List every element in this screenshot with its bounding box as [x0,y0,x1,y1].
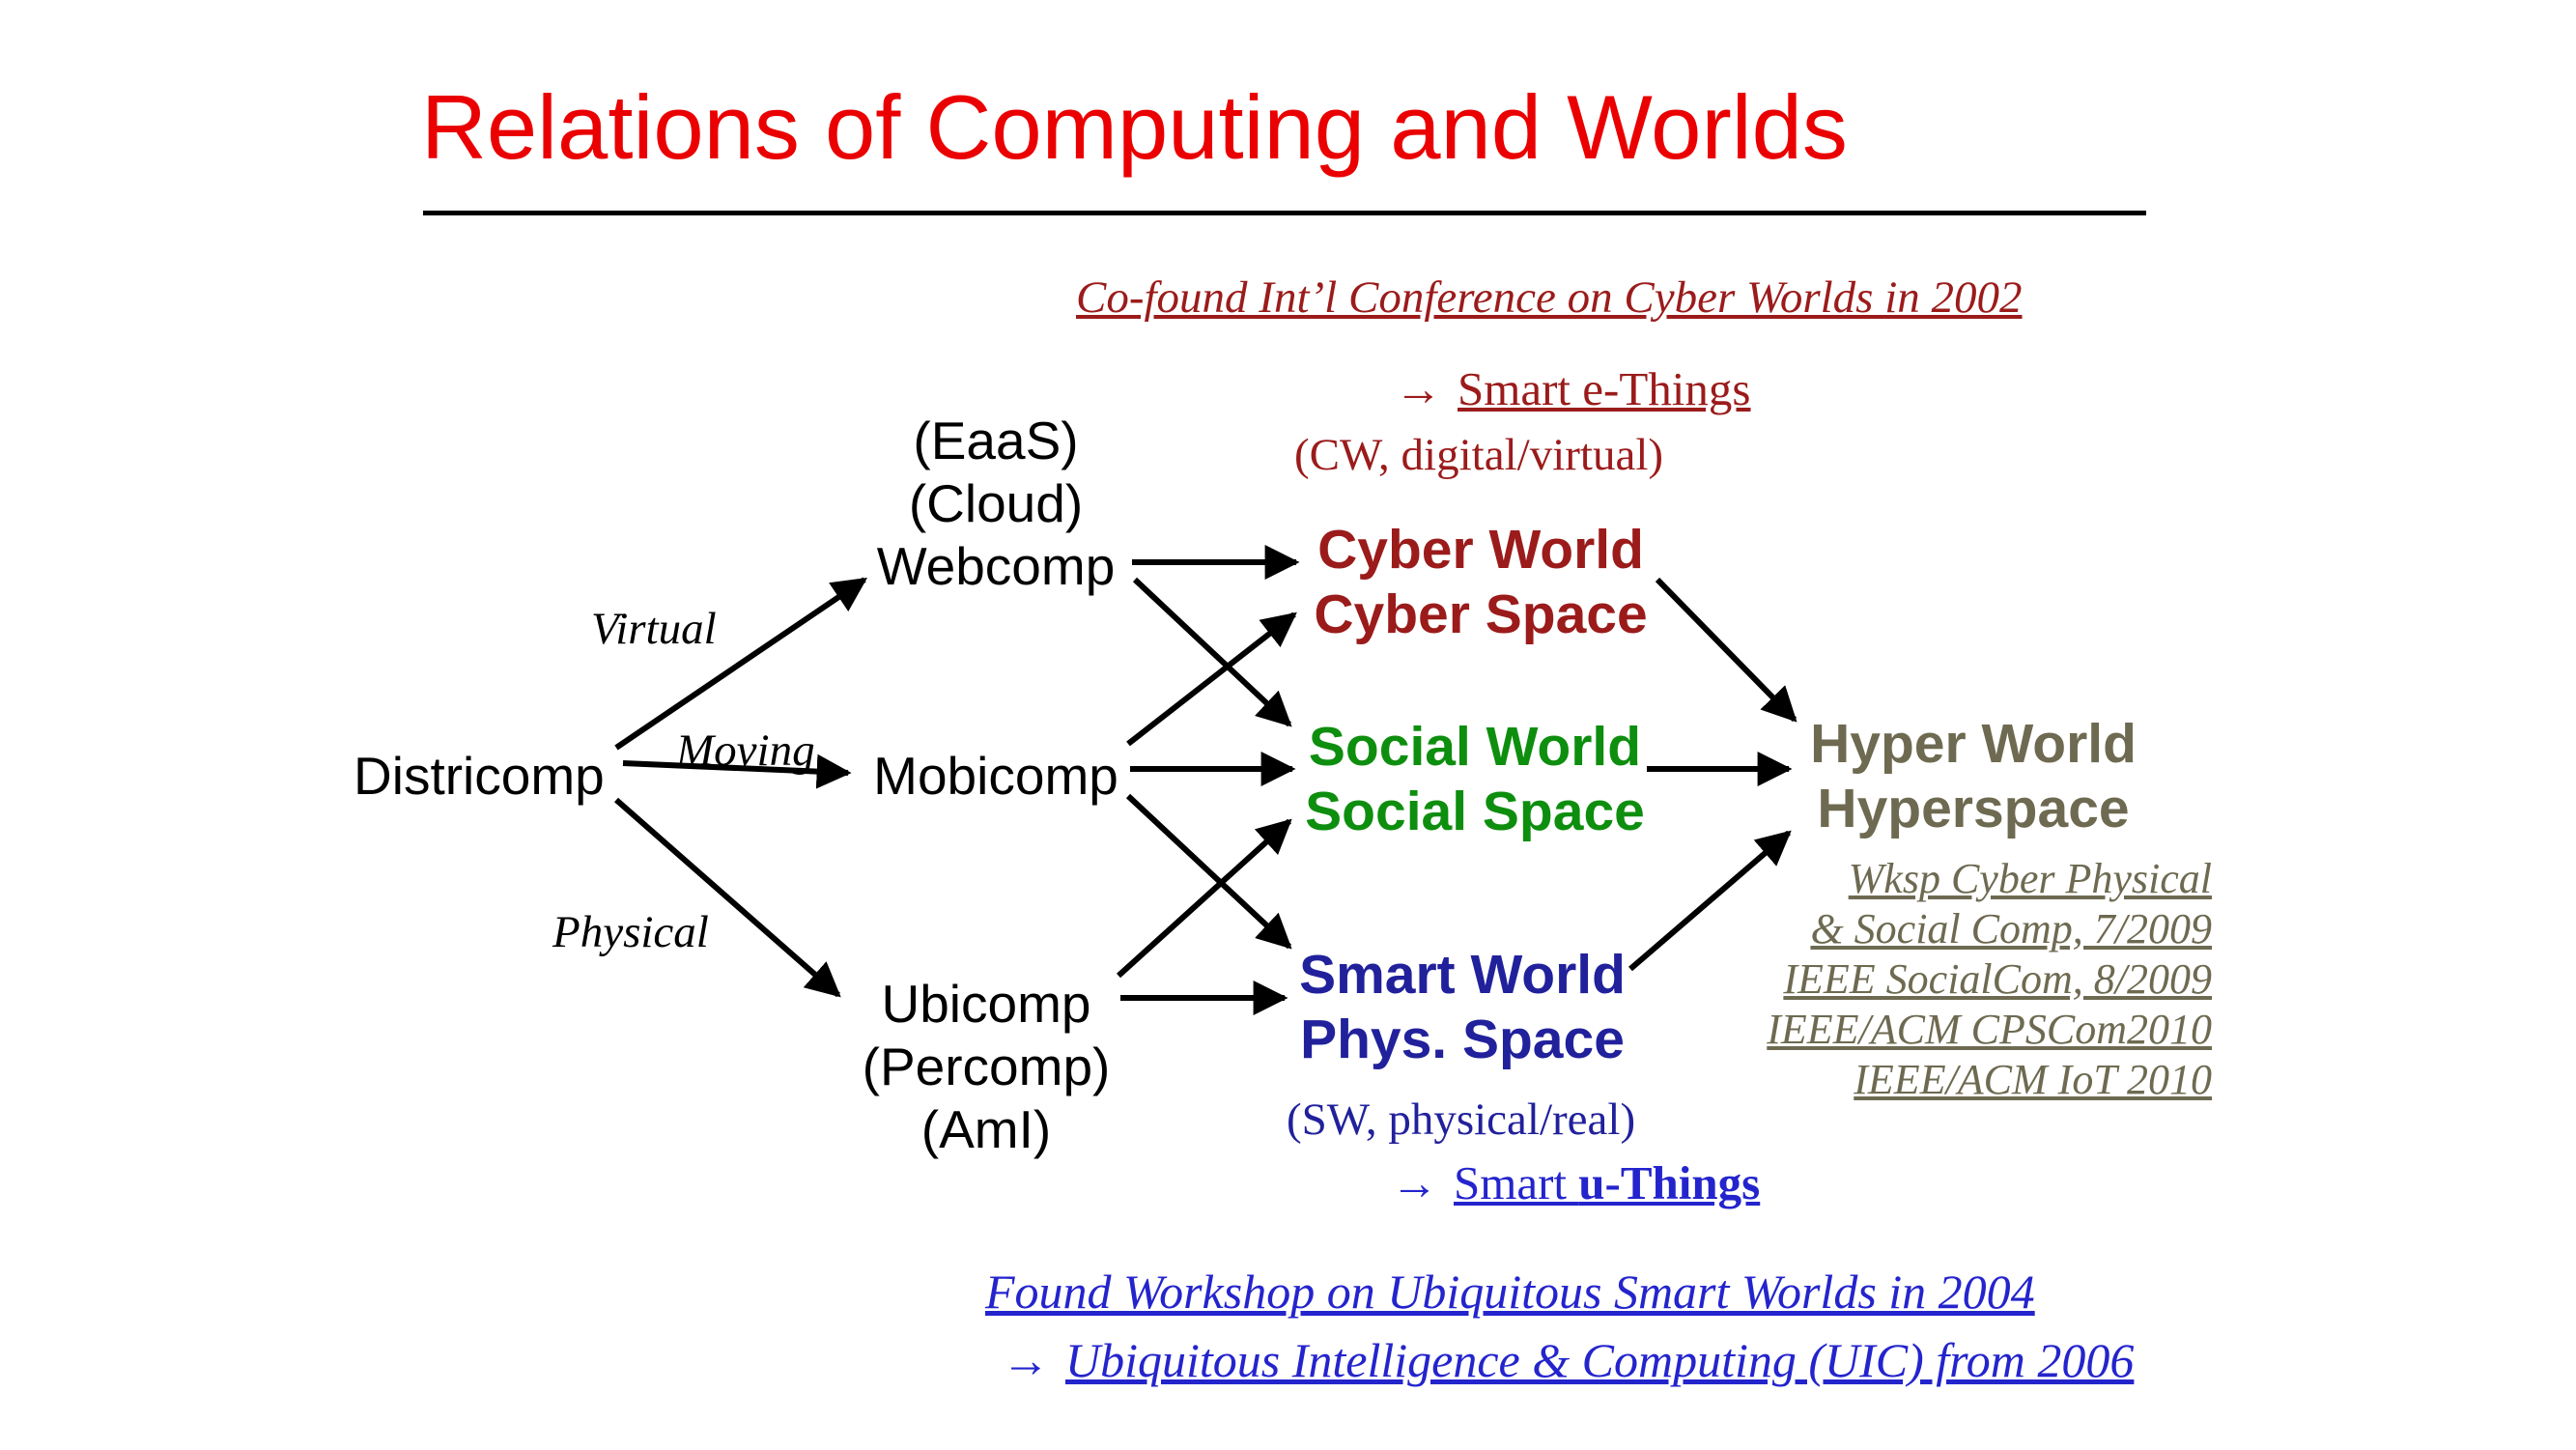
smart-u-things-prefix: Smart [1454,1156,1579,1209]
hyperspace-line: Hyperspace [1817,778,2130,839]
social-world-line: Social World [1308,716,1642,778]
cyber-world-line: Cyber World [1317,519,1644,581]
node-districomp: Districomp [354,746,605,806]
arrow-mobicomp-smart [1125,793,1292,950]
node-cyber-world: Cyber World Cyber Space [1288,518,1674,647]
edge-label-physical: Physical [552,907,709,957]
right-arrow-icon: → [1395,362,1442,415]
node-mobicomp: Mobicomp [873,746,1118,806]
cw-digital-virtual-note: (CW, digital/virtual) [1294,430,1664,480]
reference-ieee-socialcom-2009: IEEE SocialCom, 8/2009 [1783,955,2212,1003]
sw-physical-real-note: (SW, physical/real) [1287,1095,1636,1145]
reference-wksp-cyber-physical: Wksp Cyber Physical [1848,855,2212,902]
reference-ieee-acm-cpscom2010: IEEE/ACM CPSCom2010 [1767,1006,2212,1053]
smart-u-things-note: → Smart u-Things [1391,1155,1760,1210]
node-hyper-world: Hyper World Hyperspace [1780,712,2166,841]
cyber-worlds-conference-note: Co-found Int’l Conference on Cyber World… [1076,272,2023,323]
edge-label-moving: Moving [676,725,815,776]
arrow-mobicomp-cyber [1126,611,1297,747]
smart-e-things-note: → Smart e-Things [1395,361,1750,416]
phys-space-line: Phys. Space [1300,1009,1625,1070]
node-smart-world: Smart World Phys. Space [1269,943,1656,1072]
arrow-webcomp-social [1132,577,1292,727]
found-workshop-note: Found Workshop on Ubiquitous Smart World… [985,1265,2035,1319]
smart-u-things-bold: u-Things [1578,1156,1761,1209]
right-arrow-icon: → [1391,1156,1438,1209]
uic-label: Ubiquitous Intelligence & Computing (UIC… [1065,1333,2135,1387]
ubicomp-line-ami: (AmI) [920,1099,1052,1159]
webcomp-line-eaas: (EaaS) [913,411,1079,470]
cyber-space-line: Cyber Space [1314,583,1648,645]
hyper-world-line: Hyper World [1810,713,2137,775]
reference-social-comp-2009: & Social Comp, 7/2009 [1810,905,2212,952]
node-webcomp: (EaaS) (Cloud) Webcomp [803,410,1189,598]
uic-note: → Ubiquitous Intelligence & Computing (UI… [1002,1332,2134,1388]
smart-world-line: Smart World [1299,944,1626,1006]
arrow-ubicomp-social [1116,818,1292,979]
webcomp-line-cloud: (Cloud) [908,473,1084,533]
ubicomp-line-percomp: (Percomp) [862,1037,1111,1096]
social-space-line: Social Space [1305,781,1645,842]
arrow-cyber-hyper [1655,577,1798,723]
title-underline [423,211,2146,215]
hyper-world-references: Wksp Cyber Physical & Social Comp, 7/200… [1584,854,2212,1105]
smart-u-things-label: Smart u-Things [1454,1156,1760,1209]
arrow-districomp-ubicomp [614,797,841,998]
node-social-world: Social World Social Space [1282,715,1668,844]
webcomp-line-label: Webcomp [876,536,1116,596]
page-title: Relations of Computing and Worlds [421,76,1848,178]
right-arrow-icon: → [1002,1333,1050,1387]
smart-e-things-label: Smart e-Things [1458,362,1751,415]
ubicomp-line-label: Ubicomp [881,974,1091,1034]
reference-ieee-acm-iot-2010: IEEE/ACM IoT 2010 [1854,1056,2212,1103]
node-ubicomp: Ubicomp (Percomp) (AmI) [793,973,1179,1161]
edge-label-virtual: Virtual [591,604,717,654]
